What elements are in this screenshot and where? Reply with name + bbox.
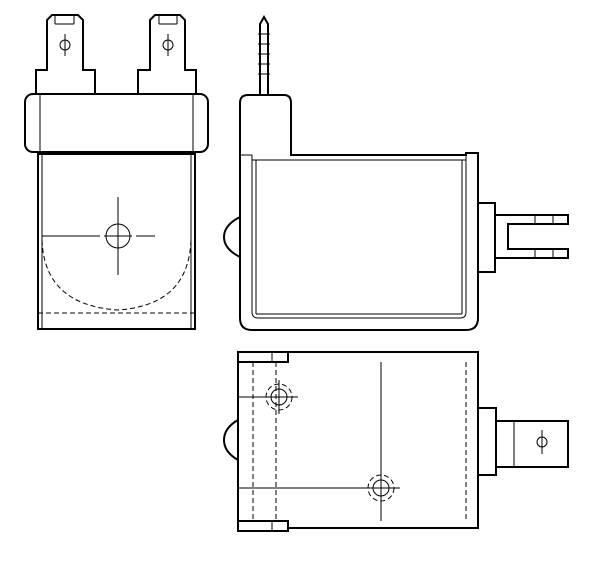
front-hidden-plunger — [41, 160, 192, 311]
side-shaft-fork — [495, 214, 569, 259]
side-left-dome — [222, 216, 241, 258]
front-view — [24, 14, 209, 330]
side-frame-outer — [239, 94, 479, 331]
side-mount-block — [477, 202, 496, 273]
top-flange-bottom — [237, 520, 289, 532]
side-view — [222, 14, 569, 331]
front-left-terminal — [35, 14, 96, 95]
top-left-dome — [222, 419, 239, 461]
front-cap-block — [24, 93, 209, 153]
front-right-terminal — [137, 14, 197, 95]
top-mount-block — [477, 407, 497, 476]
top-hole-lower — [364, 474, 398, 502]
top-body — [237, 351, 479, 529]
front-body — [37, 153, 196, 330]
top-flange-top — [237, 351, 289, 363]
top-view — [222, 351, 569, 532]
top-hole-upper — [262, 380, 296, 414]
side-frame-inner — [251, 155, 467, 319]
side-pin — [258, 14, 270, 96]
front-center-mark — [42, 197, 155, 275]
top-shaft — [495, 420, 569, 468]
